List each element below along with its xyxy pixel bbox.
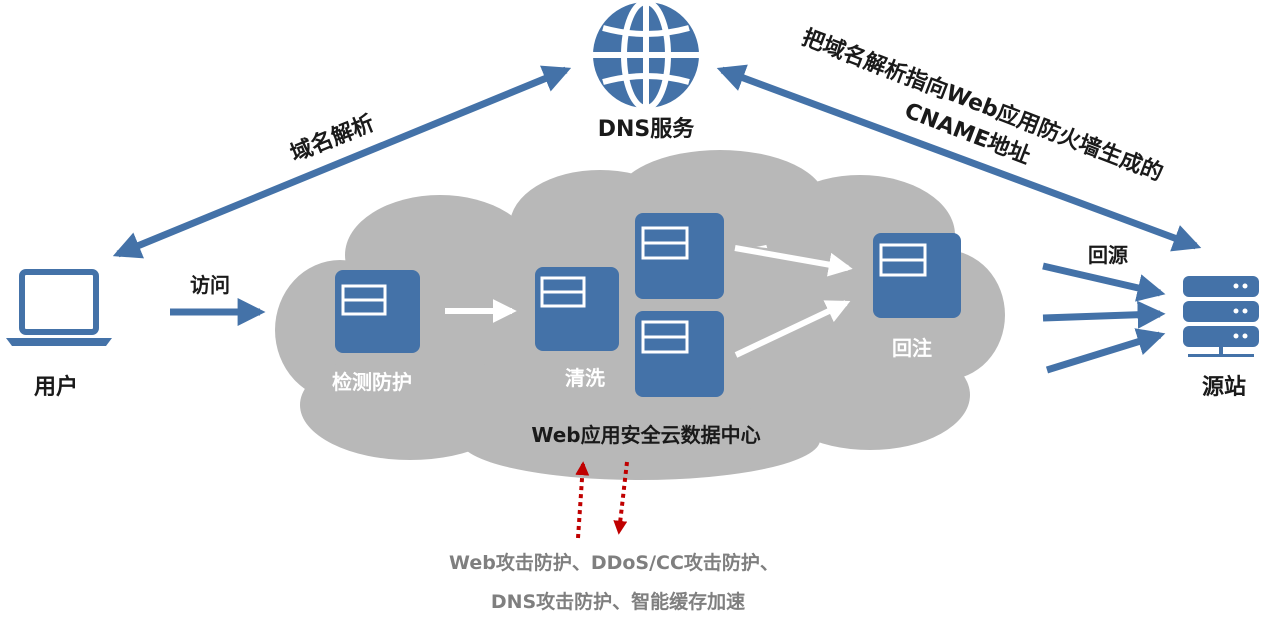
features-line2: DNS攻击防护、智能缓存加速 [491, 590, 745, 613]
back-to-origin-arrow-middle [1042, 300, 1166, 329]
server-icon-clean [535, 267, 619, 351]
server-icon-reinject [873, 233, 961, 318]
laptop-icon [6, 269, 112, 346]
cname-label-line1: 把域名解析指向Web应用防火墙生成的 [799, 24, 1167, 186]
origin-label: 源站 [1202, 375, 1246, 400]
server-icon-clean-lower [635, 311, 724, 397]
clean-label: 清洗 [565, 366, 605, 390]
back-to-origin-arrow-bottom [1045, 328, 1166, 374]
server-icon-detect [335, 270, 420, 353]
globe-icon [593, 0, 699, 111]
resolve-arrow [112, 65, 572, 259]
feature-arrow-down [613, 461, 629, 535]
resolve-label: 域名解析 [287, 110, 378, 167]
flow-arrow-upper-reinject [734, 245, 853, 277]
server-rack-icon [1183, 276, 1259, 357]
reinject-label: 回注 [892, 336, 932, 360]
cname-arrow [716, 64, 1202, 252]
dns-label: DNS服务 [598, 117, 696, 142]
flow-arrow-lower-reinject [734, 300, 851, 358]
back-to-origin-arrow-top [1042, 262, 1166, 302]
features-line1: Web攻击防护、DDoS/CC攻击防护、 [449, 551, 779, 574]
detect-label: 检测防护 [332, 370, 412, 394]
visit-label: 访问 [190, 273, 230, 297]
back-to-origin-label: 回源 [1088, 243, 1128, 267]
server-icon-clean-upper [635, 213, 724, 299]
user-label: 用户 [34, 374, 78, 400]
datacenter-label: Web应用安全云数据中心 [531, 423, 760, 447]
